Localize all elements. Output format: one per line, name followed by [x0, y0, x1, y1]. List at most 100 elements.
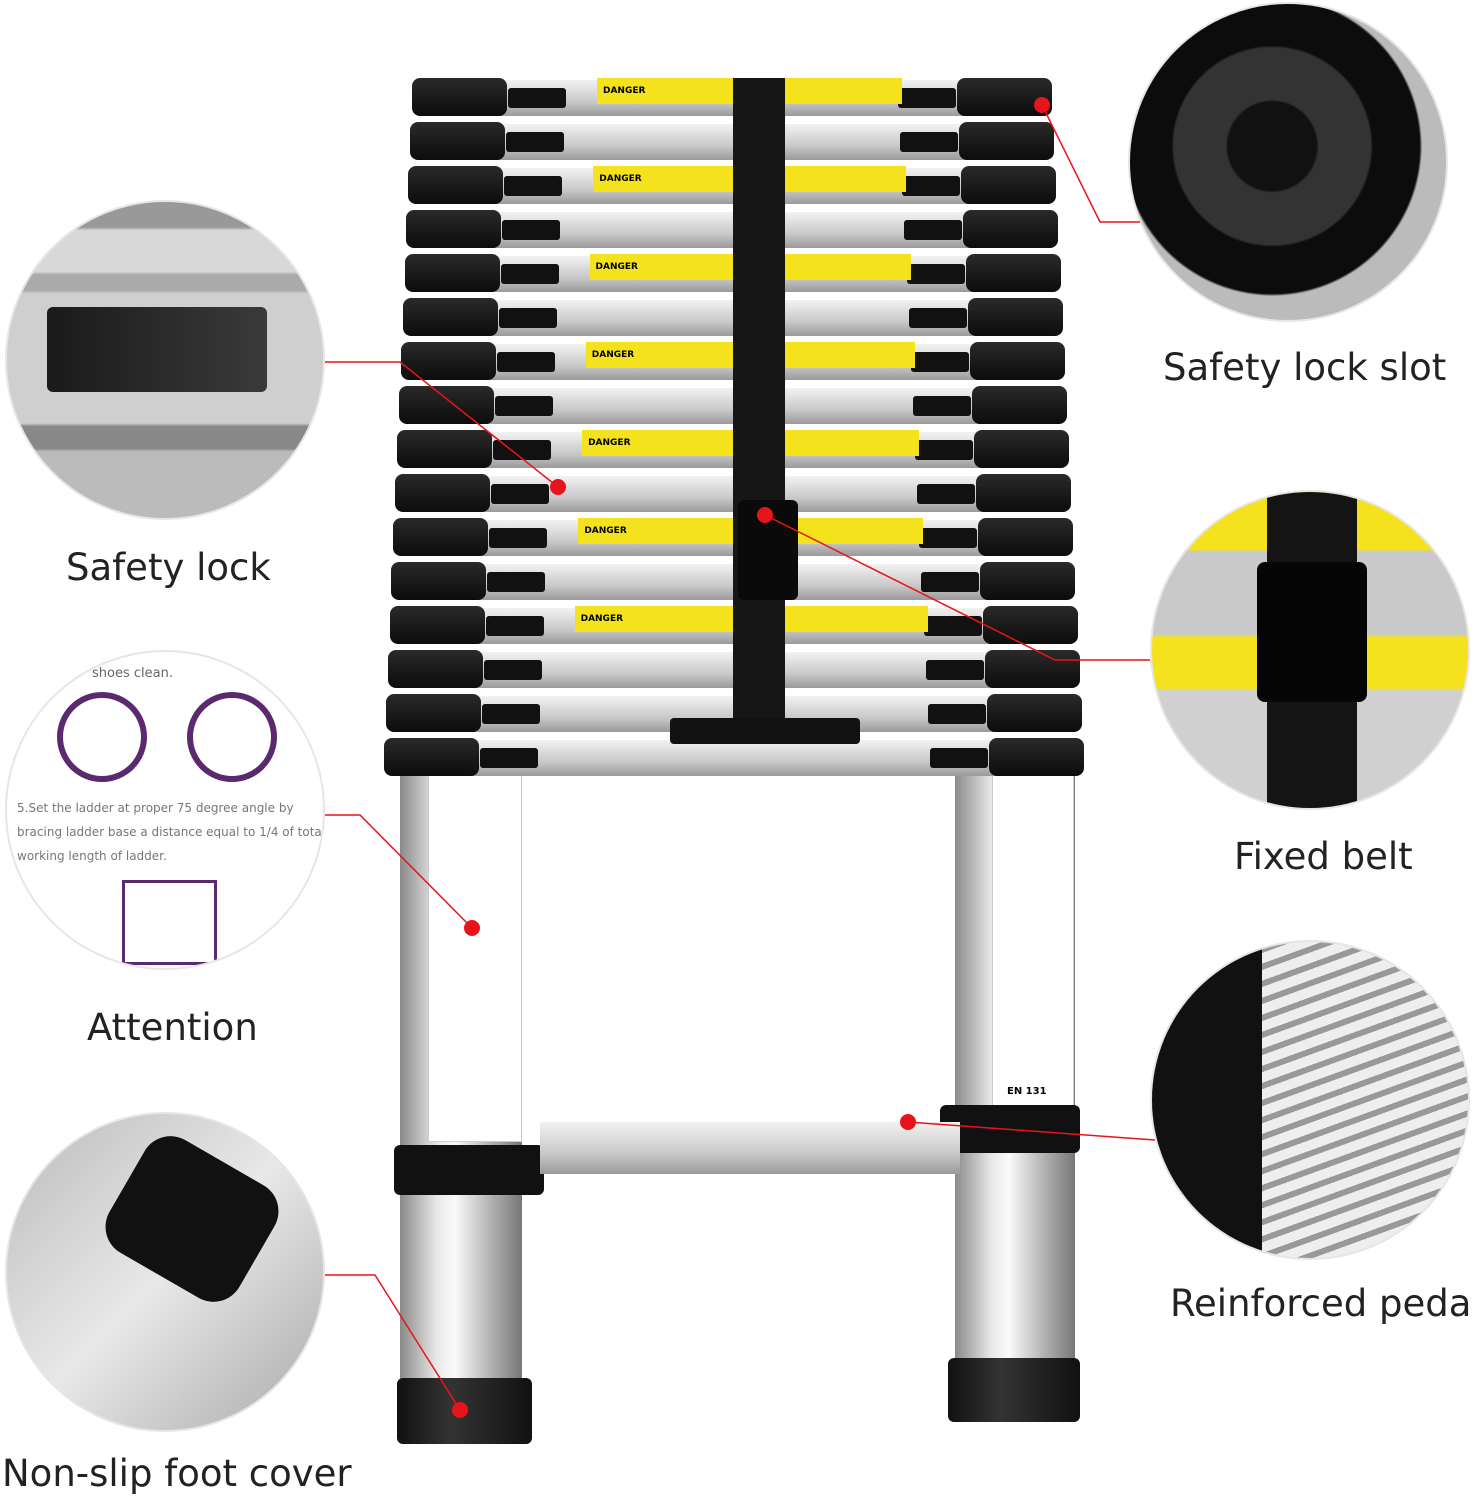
callout-attention: Attention: [87, 1006, 258, 1049]
pointer-line-attention: [325, 814, 473, 929]
rung: [486, 212, 979, 248]
detail-non-slip-foot-cover: [5, 1112, 325, 1432]
bottom-rung-pedal: [540, 1122, 960, 1174]
rung-end-cap: [984, 650, 1080, 688]
pointer-line-foot: [325, 1274, 461, 1411]
lock-hole: [930, 748, 988, 768]
rung-end-cap: [397, 430, 493, 468]
pointer-line-fixed-belt: [764, 514, 1150, 661]
rung-end-cap: [389, 606, 485, 644]
lock-hole: [915, 440, 974, 460]
pointer-dot: [900, 1114, 916, 1130]
rung-end-cap: [971, 386, 1067, 424]
lock-hole: [496, 352, 555, 372]
rung-end-cap: [959, 122, 1055, 160]
attention-top-text: shoes clean.: [92, 666, 173, 681]
lock-hole: [917, 484, 976, 504]
lock-hole: [923, 616, 982, 636]
lock-hole: [483, 660, 542, 680]
rung-end-cap: [402, 298, 498, 336]
rung-end-cap: [410, 122, 506, 160]
lock-hole: [925, 660, 984, 680]
lock-hole: [904, 220, 963, 240]
pointer-line-safety-lock: [325, 361, 559, 488]
callout-non-slip-foot-cover: Non-slip foot cover: [2, 1452, 352, 1495]
lock-hole: [910, 352, 969, 372]
rung-end-cap: [400, 342, 496, 380]
callout-fixed-belt: Fixed belt: [1234, 835, 1413, 878]
lock-hole: [506, 132, 565, 152]
callout-reinforced-pedal: Reinforced pedal: [1170, 1282, 1474, 1325]
detail-safety-lock: [5, 200, 325, 520]
belt-end: [670, 718, 860, 744]
prohibition-icon: [57, 692, 147, 782]
rung-end-cap: [978, 518, 1074, 556]
lock-hole: [485, 616, 544, 636]
rung: [490, 124, 975, 160]
rung-end-cap: [406, 210, 502, 248]
lock-hole: [508, 88, 566, 108]
pointer-dot: [550, 479, 566, 495]
rung-end-cap: [385, 694, 481, 732]
lock-hole: [500, 264, 559, 284]
rung: [464, 740, 1004, 776]
lock-hole: [489, 528, 548, 548]
detail-reinforced-pedal: [1150, 940, 1470, 1260]
rung: DANGER: [480, 342, 985, 380]
buckle-detail: [1257, 562, 1367, 702]
rung-end-cap: [963, 210, 1059, 248]
rung-end-cap: [408, 166, 504, 204]
lock-hole: [498, 308, 557, 328]
lock-hole: [906, 264, 965, 284]
fixed-belt-strap: [733, 78, 785, 738]
rung-end-cap: [395, 474, 491, 512]
rung-end-cap: [393, 518, 489, 556]
pointer-line-lock-slot: [1041, 104, 1140, 223]
rung-end-cap: [982, 606, 1078, 644]
rung-end-cap: [384, 738, 479, 776]
lock-hole: [902, 176, 961, 196]
rung: [478, 388, 987, 424]
lock-hole: [494, 396, 553, 416]
lower-collar-left: [394, 1145, 544, 1195]
callout-safety-lock-slot: Safety lock slot: [1163, 346, 1447, 389]
lock-hole: [491, 484, 550, 504]
lock-hole: [921, 572, 980, 592]
callout-safety-lock: Safety lock: [66, 546, 271, 589]
lock-hole: [908, 308, 967, 328]
rung-end-cap: [974, 430, 1070, 468]
lock-hole: [900, 132, 959, 152]
lock-hole: [481, 704, 540, 724]
attention-body-text: 5.Set the ladder at proper 75 degree ang…: [17, 801, 325, 863]
lock-button: [47, 307, 267, 392]
lock-hole: [493, 440, 552, 460]
rung-end-cap: [967, 298, 1063, 336]
pointer-dot: [1034, 97, 1050, 113]
lock-hole: [927, 704, 986, 724]
rung-end-cap: [387, 650, 483, 688]
prohibition-icon: [187, 692, 277, 782]
detail-safety-lock-slot: [1128, 2, 1448, 322]
rung-end-cap: [969, 342, 1065, 380]
instruction-sheet-right: EN 131: [992, 740, 1074, 1112]
rung-end-cap: [976, 474, 1072, 512]
rung-end-cap: [398, 386, 494, 424]
lock-hole: [919, 528, 978, 548]
rung-end-cap: [980, 562, 1076, 600]
rung: [482, 300, 983, 336]
detail-attention: shoes clean. 5.Set the ladder at proper …: [5, 650, 325, 970]
pointer-dot: [757, 507, 773, 523]
rung-end-cap: [961, 166, 1057, 204]
lock-hole: [502, 220, 561, 240]
foot-cover-right: [948, 1358, 1080, 1422]
pointer-dot: [452, 1402, 468, 1418]
lock-hole: [912, 396, 971, 416]
angle-diagram-icon: [122, 880, 217, 965]
pointer-dot: [464, 920, 480, 936]
lock-hole: [504, 176, 563, 196]
pointer-line-pedal: [907, 1121, 1156, 1141]
detail-fixed-belt: [1150, 490, 1470, 810]
rung-end-cap: [412, 78, 507, 116]
lock-hole: [480, 748, 538, 768]
